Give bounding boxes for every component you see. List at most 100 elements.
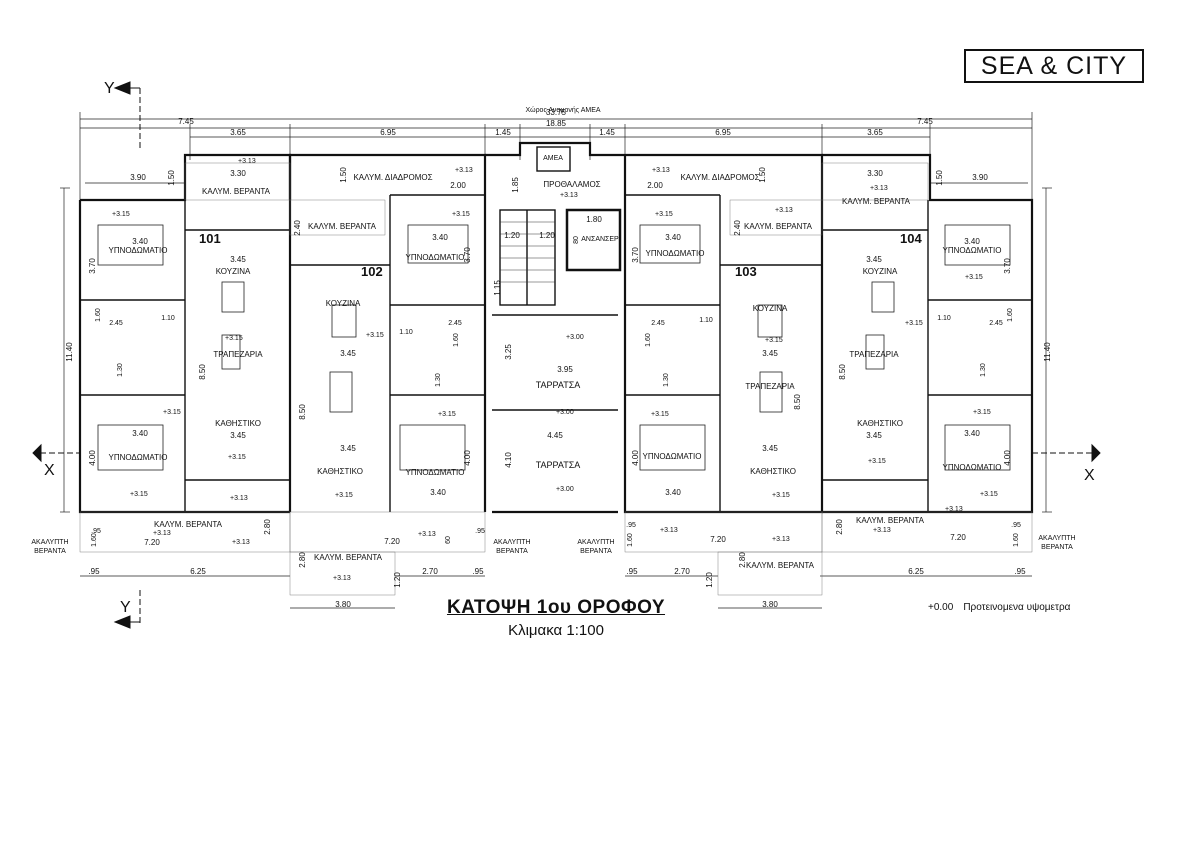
dim-102-850: 8.50 (298, 404, 307, 420)
plan-scale: Κλιμακα 1:100 (508, 622, 604, 639)
dim-103-veranda-160: 1.60 (627, 533, 634, 547)
elev-101-bottom-3: +3.13 (232, 539, 250, 546)
label-101-bedroom-2: ΥΠΝΟΔΩΜΑΤΙΟ (108, 453, 167, 462)
elev-101-veranda: +3.13 (238, 158, 256, 165)
dim-left-695: 6.95 (380, 128, 396, 137)
dim-101-245: 2.45 (109, 320, 123, 327)
label-uncovered-midleft-2: ΒΕΡΑΝΤΑ (496, 548, 528, 555)
dim-left-330: 3.30 (230, 169, 246, 178)
elev-left-corridor: +3.13 (455, 167, 473, 174)
elev-102-bed: +3.15 (452, 211, 470, 218)
elev-103-bottom-2: +3.13 (772, 536, 790, 543)
label-102-kitchen: ΚΟΥΖΙΝΑ (326, 299, 361, 308)
dim-102-120: 1.20 (393, 572, 402, 588)
label-uncovered-left-1: ΑΚΑΛΥΠΤΗ (31, 539, 68, 546)
label-uncovered-midleft-1: ΑΚΑΛΥΠΤΗ (493, 539, 530, 546)
dim-stair-120-b: 1.20 (539, 231, 555, 240)
dim-104-bed-340: 3.40 (964, 237, 980, 246)
dim-104-160: 1.60 (1007, 308, 1014, 322)
interior-walls (80, 146, 1032, 512)
elev-103-veranda: +3.13 (775, 207, 793, 214)
label-waiting-area: Χώρος Αναμονής ΑΜΕΑ (525, 106, 600, 114)
elev-102-kitchen: +3.15 (366, 332, 384, 339)
elev-104-living: +3.15 (868, 458, 886, 465)
label-amea: ΑΜΕΑ (543, 155, 563, 162)
label-uncovered-right-2: ΒΕΡΑΝΤΑ (1041, 544, 1073, 551)
dim-corridor-left-150: 1.50 (339, 167, 348, 183)
top-dimension-lines (79, 112, 1033, 200)
label-uncovered-left-2: ΒΕΡΑΝΤΑ (34, 548, 66, 555)
dim-right-365: 3.65 (867, 128, 883, 137)
label-104-bedroom-2: ΥΠΝΟΔΩΜΑΤΙΟ (942, 463, 1001, 472)
dim-core-185: 1.85 (511, 177, 520, 193)
label-104-bottom-veranda: ΚΑΛΥΜ. ΒΕΡΑΝΤΑ (856, 516, 925, 525)
dim-103-130: 1.30 (663, 373, 670, 387)
label-101-covered-veranda: ΚΑΛΥΜ. ΒΕΡΑΝΤΑ (202, 187, 271, 196)
elev-101-bottom-1: +3.13 (230, 495, 248, 502)
dim-102-living-345: 3.45 (340, 444, 356, 453)
label-uncovered-midright-2: ΒΕΡΑΝΤΑ (580, 548, 612, 555)
dim-103-120: 1.20 (705, 572, 714, 588)
label-103-bedroom: ΥΠΝΟΔΩΜΑΤΙΟ (645, 249, 704, 258)
dim-103-bed2-340: 3.40 (665, 488, 681, 497)
dim-left-280: 2.80 (263, 519, 272, 535)
section-x-left: X (44, 462, 55, 479)
dim-corridor-right-200: 2.00 (647, 181, 663, 190)
label-101-dining: ΤΡΑΠΕΖΑΡΙΑ (213, 350, 263, 359)
elev-101-living: +3.15 (228, 454, 246, 461)
elev-104-bed2-b: +3.15 (980, 491, 998, 498)
elev-104-bottom-2: +3.13 (945, 506, 963, 513)
elev-104-bed: +3.15 (965, 274, 983, 281)
dim-103-850: 8.50 (793, 394, 802, 410)
dim-right-390: 3.90 (972, 173, 988, 182)
dim-102-280: 2.80 (298, 552, 307, 568)
dim-104-living-345: 3.45 (866, 431, 882, 440)
elev-antechamber: +3.13 (560, 192, 578, 199)
dim-103-400: 4.00 (631, 450, 640, 466)
dim-left-095: .95 (88, 567, 100, 576)
dim-102-370: 3.70 (463, 247, 472, 263)
unit-102: 102 (361, 264, 383, 279)
label-103-covered-veranda: ΚΑΛΥΜ. ΒΕΡΑΝΤΑ (744, 222, 813, 231)
dim-left-150: 1.50 (167, 170, 176, 186)
dim-103-240: 2.40 (733, 220, 742, 236)
dim-corridor-right-150: 1.50 (758, 167, 767, 183)
unit-101: 101 (199, 231, 221, 246)
label-104-bedroom: ΥΠΝΟΔΩΜΑΤΙΟ (942, 246, 1001, 255)
label-103-bottom-veranda: ΚΑΛΥΜ. ΒΕΡΑΝΤΑ (746, 561, 815, 570)
dim-mid-right-095: .95 (626, 567, 638, 576)
dim-101-veranda-095: .95 (91, 528, 101, 535)
label-terrace-1: ΤΑΡΡΑΤΣΑ (536, 380, 581, 390)
dim-mid-left-095: .95 (472, 567, 484, 576)
elev-101-dining: +3.15 (225, 335, 243, 342)
elev-103-living-b: +3.15 (772, 492, 790, 499)
dim-stair-120-a: 1.20 (504, 231, 520, 240)
dim-102-345: 3.45 (340, 349, 356, 358)
side-dimension-lines (60, 187, 1052, 513)
dim-104-370: 3.70 (1003, 258, 1012, 274)
section-y-bottom: Y (120, 599, 131, 616)
unit-103: 103 (735, 264, 757, 279)
dim-102-110: 1.10 (399, 329, 413, 336)
dim-core: 18.85 (546, 119, 567, 128)
elev-102-living-b: +3.15 (335, 492, 353, 499)
dim-core-115: 1.15 (493, 280, 502, 296)
dim-left-145: 1.45 (495, 128, 511, 137)
dim-right-270: 2.70 (674, 567, 690, 576)
dim-103-160: 1.60 (645, 333, 652, 347)
dim-104-245: 2.45 (989, 320, 1003, 327)
label-103-bedroom-2: ΥΠΝΟΔΩΜΑΤΙΟ (642, 452, 701, 461)
dim-terrace-395: 3.95 (557, 365, 573, 374)
dim-102-130: 1.30 (435, 373, 442, 387)
label-terrace-2: ΤΑΡΡΑΤΣΑ (536, 460, 581, 470)
dim-103-280: 2.80 (738, 552, 747, 568)
section-x-right: X (1084, 467, 1095, 484)
dim-103-110: 1.10 (699, 317, 713, 324)
dim-104-veranda-160: 1.60 (1013, 533, 1020, 547)
dim-terrace-410: 4.10 (504, 452, 513, 468)
unit-104: 104 (900, 231, 922, 246)
dim-right-150: 1.50 (935, 170, 944, 186)
label-103-dining: ΤΡΑΠΕΖΑΡΙΑ (745, 382, 795, 391)
label-left-corridor: ΚΑΛΥΜ. ΔΙΑΔΡΟΜΟΣ (353, 173, 432, 182)
